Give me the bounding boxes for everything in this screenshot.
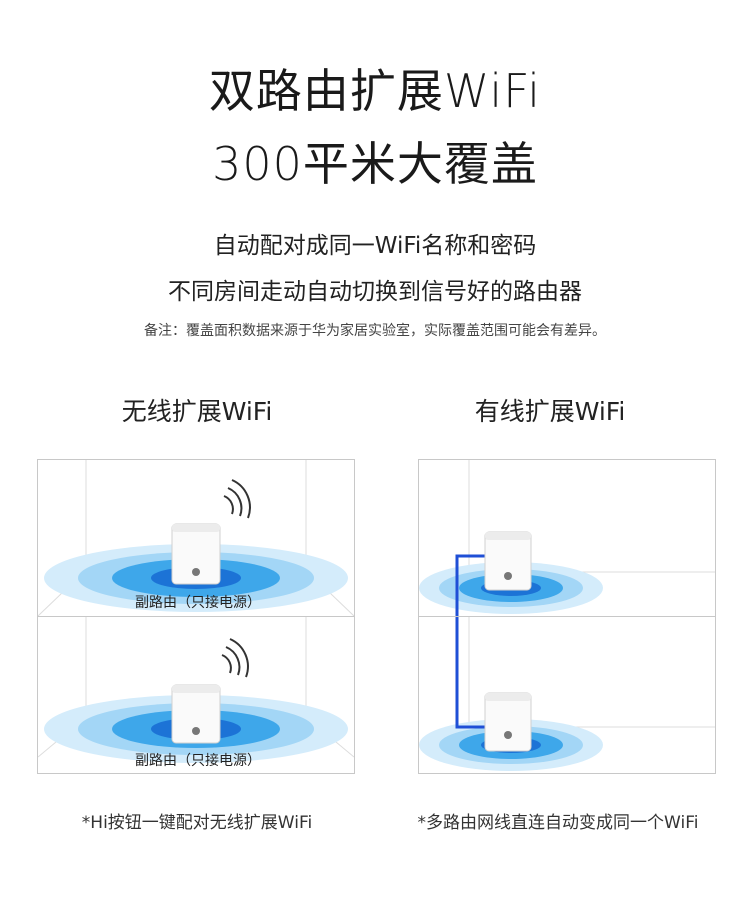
wired-caption: *多路由网线直连自动变成同一个WiFi (417, 813, 699, 833)
wireless-scene-top (37, 459, 355, 617)
wireless-caption: *Hi按钮一键配对无线扩展WiFi (81, 813, 313, 833)
wireless-bottom-label: 副路由（只接电源） (135, 753, 261, 769)
wired-scene-top (418, 459, 716, 617)
wired-scene-bottom-art (419, 617, 715, 771)
subtitle-line2: 不同房间走动自动切换到信号好的路由器 (168, 279, 582, 305)
wired-scene-top-art (419, 460, 715, 616)
wireless-top-label: 副路由（只接电源） (135, 595, 261, 611)
wireless-title: 无线扩展WiFi (121, 397, 273, 426)
wireless-scene-bottom (37, 616, 355, 774)
wired-scene-bottom (418, 616, 716, 774)
main-title-line2: 300平米大覆盖 (212, 137, 538, 191)
main-title-line1: 双路由扩展WiFi (208, 64, 542, 118)
footnote: 备注：覆盖面积数据来源于华为家居实验室，实际覆盖范围可能会有差异。 (144, 323, 606, 339)
wired-title: 有线扩展WiFi (474, 397, 626, 426)
subtitle-line1: 自动配对成同一WiFi名称和密码 (213, 233, 537, 259)
wireless-scene-top-art (38, 460, 354, 616)
wireless-scene-bottom-art (38, 617, 354, 763)
